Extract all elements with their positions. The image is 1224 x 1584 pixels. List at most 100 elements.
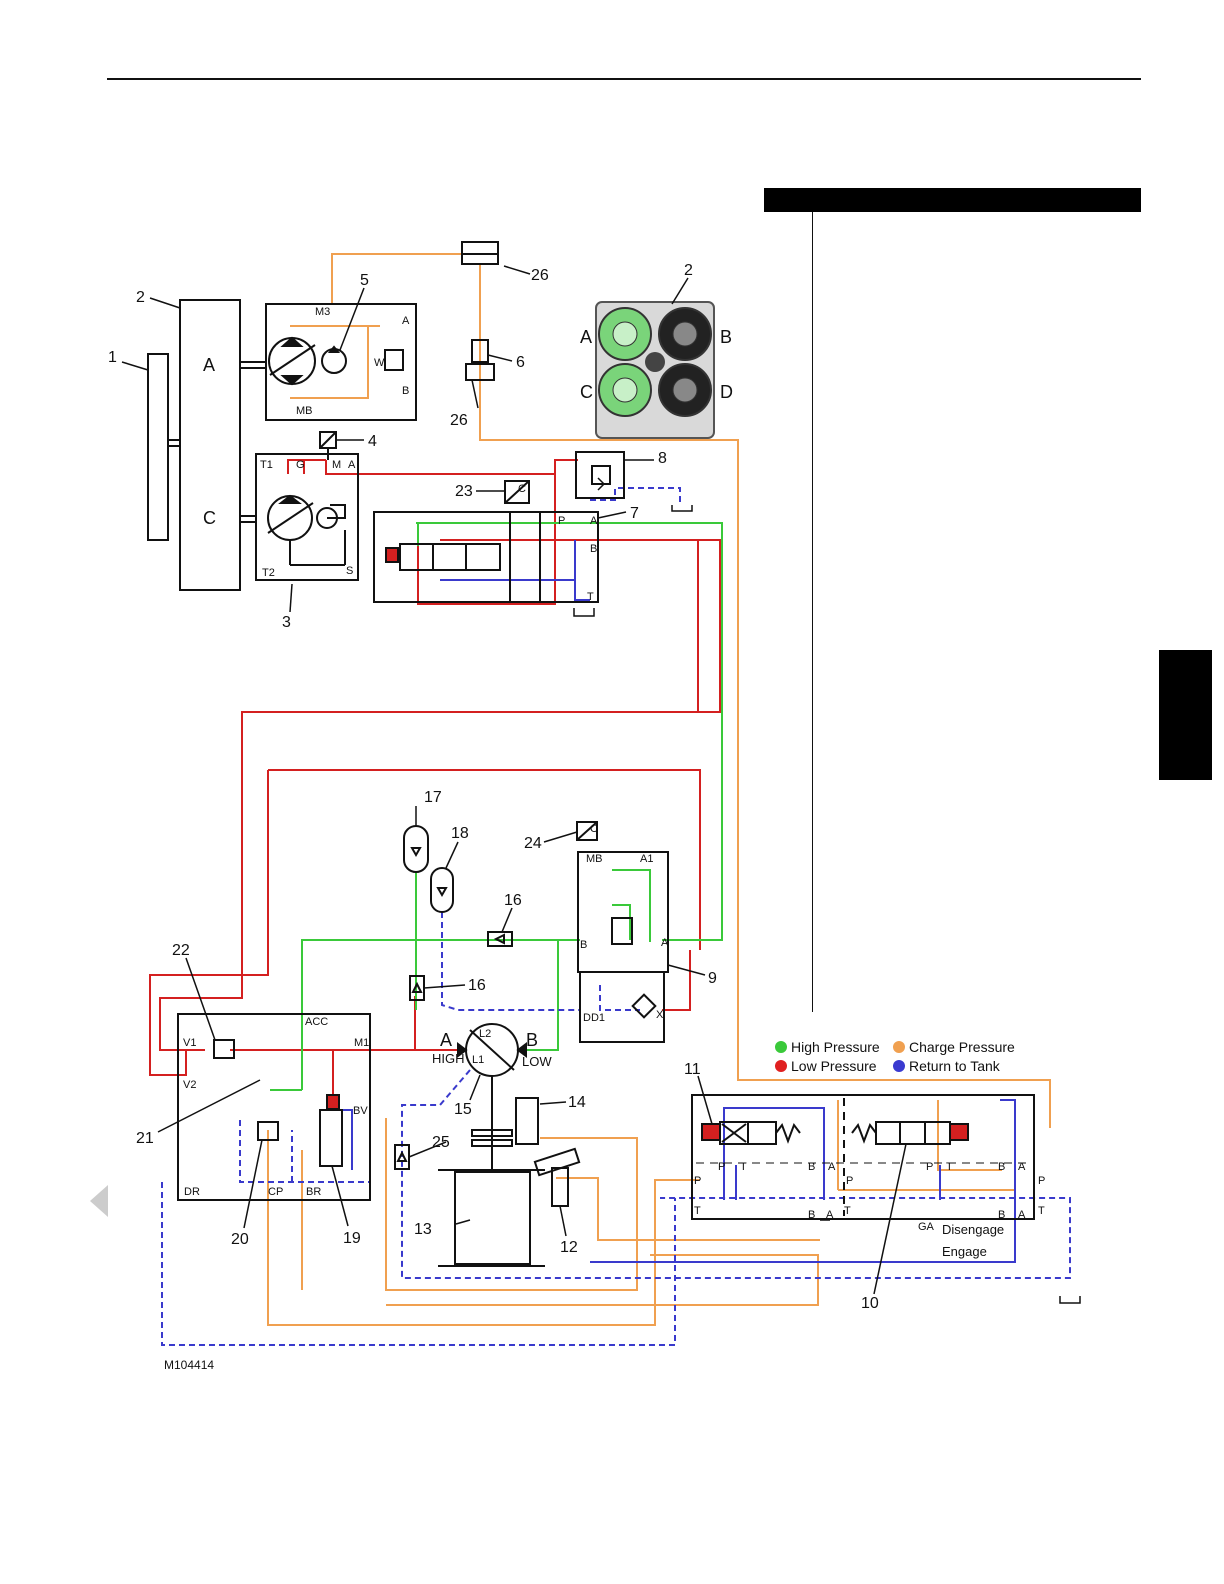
port-dr: DR bbox=[184, 1186, 200, 1198]
port-b: B bbox=[998, 1209, 1005, 1221]
legend-swatch-low bbox=[775, 1060, 787, 1072]
port-t: T bbox=[844, 1205, 851, 1217]
component-11-valve bbox=[701, 1121, 801, 1145]
component-15-motor bbox=[457, 1023, 527, 1077]
port-w: W bbox=[374, 357, 385, 369]
port-p: P bbox=[694, 1175, 701, 1187]
port-p: P bbox=[558, 515, 565, 527]
port-a: A bbox=[828, 1161, 836, 1173]
callout-25: 25 bbox=[432, 1134, 450, 1151]
port-p: P bbox=[1038, 1175, 1045, 1187]
callout-26: 26 bbox=[450, 412, 468, 429]
pump-view-b-label: B bbox=[720, 327, 732, 347]
drive-pad-c-label: C bbox=[203, 508, 216, 528]
component-10-valve bbox=[851, 1121, 969, 1145]
legend-swatch-return bbox=[893, 1060, 905, 1072]
callout-17: 17 bbox=[424, 789, 442, 806]
component-9-valve-block bbox=[577, 851, 669, 1043]
header-bar bbox=[764, 188, 1141, 212]
callout-16: 16 bbox=[468, 977, 486, 994]
component-4-sensor bbox=[319, 431, 337, 460]
legend-swatch-charge bbox=[893, 1041, 905, 1053]
callout-numbers: 1 2 2 3 4 5 6 7 8 9 10 11 12 13 14 15 16… bbox=[108, 262, 879, 1312]
callout-14: 14 bbox=[568, 1094, 586, 1111]
component-5-pump-block bbox=[265, 303, 417, 421]
legend: High Pressure Charge Pressure Low Pressu… bbox=[775, 1039, 1015, 1074]
legend-label-high: High Pressure bbox=[791, 1039, 880, 1055]
motor-port-a: A bbox=[440, 1030, 452, 1050]
legend-label-low: Low Pressure bbox=[791, 1058, 877, 1074]
port-a: A bbox=[661, 937, 669, 949]
port-b: B bbox=[808, 1161, 815, 1173]
callout-4: 4 bbox=[368, 433, 377, 450]
port-b: B bbox=[998, 1161, 1005, 1173]
low-pressure-lines bbox=[149, 459, 721, 1095]
callout-5: 5 bbox=[360, 272, 369, 289]
callout-22: 22 bbox=[172, 942, 190, 959]
component-6-check bbox=[465, 339, 495, 381]
callout-3: 3 bbox=[282, 614, 291, 631]
component-18-accumulator bbox=[430, 867, 454, 913]
control-valve-block bbox=[691, 1094, 1035, 1220]
port-b: B bbox=[580, 939, 587, 951]
return-dashed-lines bbox=[161, 487, 1071, 1346]
port-t: T bbox=[694, 1205, 701, 1217]
pump-view-a-label: A bbox=[580, 327, 592, 347]
port-ga: GA bbox=[918, 1221, 935, 1233]
port-v1: V1 bbox=[183, 1037, 196, 1049]
port-a: A bbox=[1018, 1209, 1026, 1221]
callout-2: 2 bbox=[684, 262, 693, 279]
component-2-pump-drive bbox=[168, 299, 266, 591]
port-m: M bbox=[332, 459, 341, 471]
port-t: T bbox=[946, 1161, 953, 1173]
callout-18: 18 bbox=[451, 825, 469, 842]
port-c: C bbox=[518, 483, 526, 495]
port-l2: L2 bbox=[479, 1028, 491, 1040]
callout-19: 19 bbox=[343, 1230, 361, 1247]
port-a: A bbox=[826, 1209, 834, 1221]
callout-7: 7 bbox=[630, 505, 639, 522]
component-14-brake-sensor bbox=[515, 1097, 539, 1145]
figure-reference: M104414 bbox=[164, 1358, 214, 1372]
component-13-drum bbox=[438, 1076, 545, 1267]
callout-15: 15 bbox=[454, 1101, 472, 1118]
port-l1: L1 bbox=[472, 1054, 484, 1066]
port-t2: T2 bbox=[262, 567, 275, 579]
callout-20: 20 bbox=[231, 1231, 249, 1248]
component-17-accumulator bbox=[403, 825, 429, 873]
port-g: G bbox=[296, 459, 305, 471]
legend-label-return: Return to Tank bbox=[909, 1058, 1001, 1074]
page-back-arrow-icon[interactable] bbox=[90, 1185, 108, 1217]
callout-leaders bbox=[121, 265, 907, 1295]
callout-6: 6 bbox=[516, 354, 525, 371]
charge-pressure-lines bbox=[267, 253, 1051, 1326]
component-8-relief-valve bbox=[575, 451, 625, 499]
component-26-manifold bbox=[461, 241, 499, 265]
callout-8: 8 bbox=[658, 450, 667, 467]
callout-21: 21 bbox=[136, 1130, 154, 1147]
callout-2: 2 bbox=[136, 289, 145, 306]
component-16-check-valve bbox=[487, 931, 513, 947]
callout-10: 10 bbox=[861, 1295, 879, 1312]
component-23-sensor bbox=[504, 480, 530, 504]
port-a: A bbox=[348, 459, 356, 471]
port-m3: M3 bbox=[315, 306, 330, 318]
port-p: P bbox=[846, 1175, 853, 1187]
port-t: T bbox=[740, 1161, 747, 1173]
return-to-tank-lines bbox=[340, 540, 1016, 1263]
component-3-main-pump bbox=[255, 453, 359, 581]
callout-9: 9 bbox=[708, 970, 717, 987]
side-rule bbox=[812, 212, 813, 1012]
top-rule bbox=[107, 78, 1141, 80]
port-cp: CP bbox=[268, 1186, 283, 1198]
section-tab bbox=[1159, 650, 1212, 780]
legend-label-charge: Charge Pressure bbox=[909, 1039, 1015, 1055]
component-7-valve bbox=[373, 511, 599, 603]
port-a: A bbox=[402, 315, 410, 327]
port-a: A bbox=[1018, 1161, 1026, 1173]
port-c: C bbox=[590, 823, 598, 835]
port-p: P bbox=[926, 1161, 933, 1173]
tank-symbols bbox=[573, 505, 1081, 1304]
port-a: A bbox=[590, 515, 598, 527]
component-2-pump-view bbox=[595, 301, 715, 439]
